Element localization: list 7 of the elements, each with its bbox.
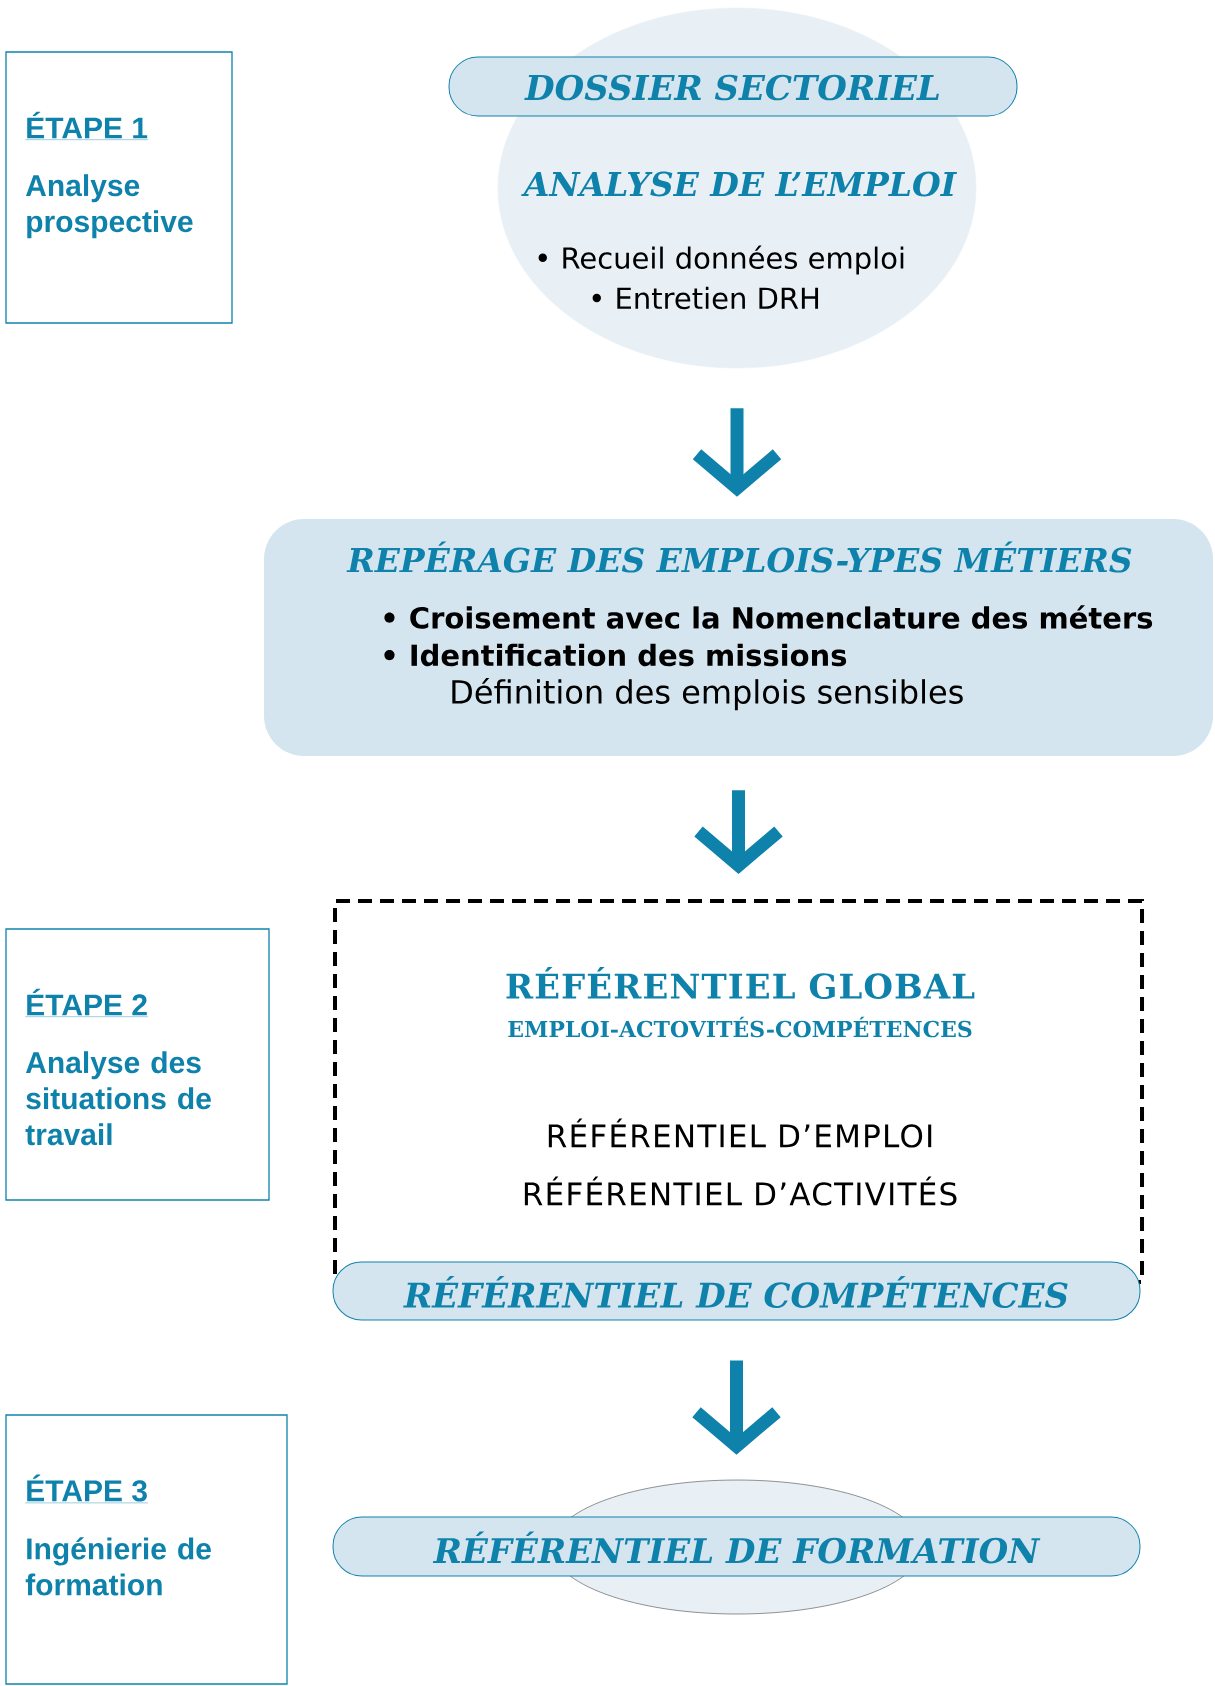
title-banner: RÉFÉRENTIEL DE COMPÉTENCES [332,1261,1141,1321]
title-banner: DOSSIER SECTORIEL [448,56,1018,117]
step-box: ÉTAPE 2 Analyse des situations de travail [5,928,270,1201]
step-box: ÉTAPE 3 Ingénierie de formation [5,1414,288,1685]
step-box: ÉTAPE 1 Analyse prospective [5,51,233,324]
title-banner: RÉFÉRENTIEL DE FORMATION [332,1479,1141,1615]
process-box: REPÉRAGE DES EMPLOIS-YPES MÉTIERS • Croisement avec la Nomenclature des méters • Identification des missions Définition des emplois sensibles [264,519,1213,756]
